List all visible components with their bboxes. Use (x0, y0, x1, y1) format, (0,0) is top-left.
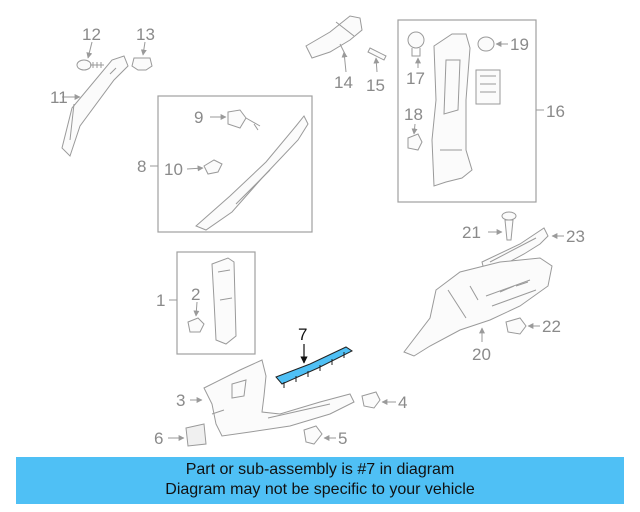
part-5-clip (303, 425, 336, 445)
callout-11: 11 (50, 88, 68, 107)
part-17-clip (407, 31, 425, 68)
callout-3: 3 (176, 391, 185, 410)
part-4-clip (361, 391, 396, 409)
callout-6: 6 (154, 429, 163, 448)
callout-16: 16 (546, 102, 565, 121)
banner-line-2: Diagram may not be specific to your vehi… (165, 481, 475, 498)
banner-line-1: Part or sub-assembly is #7 in diagram (185, 461, 455, 478)
part-1-pillar-trim (211, 257, 237, 345)
part-12-screw (76, 41, 104, 71)
callout-7: 7 (298, 325, 307, 344)
part-22-clip (505, 317, 540, 335)
callout-17: 17 (406, 69, 425, 88)
part-21-push-pin (488, 211, 517, 241)
part-11-trim (61, 55, 129, 157)
callout-13: 13 (136, 25, 155, 44)
part-20-lower-trim (403, 257, 553, 357)
info-banner: Part or sub-assembly is #7 in diagram Di… (16, 457, 624, 504)
part-6-cover (168, 423, 207, 447)
group-box-1 (176, 251, 256, 355)
part-13-clip (131, 41, 153, 71)
part-8-pillar-trim (195, 115, 309, 231)
parts-diagram: 1 2 3 4 5 6 7 8 9 10 11 12 13 14 15 16 1… (50, 15, 585, 448)
callout-5: 5 (338, 429, 347, 448)
part-16-upper-cover (475, 69, 501, 105)
callout-9: 9 (194, 108, 203, 127)
callout-18: 18 (404, 105, 423, 124)
part-16-b-pillar-trim (431, 33, 473, 187)
part-2-clip (187, 301, 205, 333)
part-7-scuff-plate-highlighted (275, 344, 353, 388)
callout-12: 12 (82, 25, 101, 44)
part-3-kick-panel (190, 359, 355, 437)
callout-21: 21 (462, 223, 481, 242)
group-box-8 (157, 95, 313, 233)
part-19-cap (477, 36, 508, 52)
part-18-clip (407, 123, 423, 151)
part-15-pin (367, 47, 387, 73)
callout-8: 8 (137, 157, 146, 176)
callout-4: 4 (398, 393, 407, 412)
callout-20: 20 (472, 345, 491, 364)
callout-10: 10 (164, 160, 183, 179)
part-9-clip (210, 109, 261, 131)
part-10-clip (186, 159, 223, 175)
callout-15: 15 (366, 76, 385, 95)
callout-19: 19 (510, 35, 529, 54)
callout-2: 2 (191, 285, 200, 304)
group-box-16 (397, 19, 537, 203)
callout-1: 1 (156, 291, 165, 310)
callout-14: 14 (334, 73, 353, 92)
callout-23: 23 (566, 227, 585, 246)
part-14-bracket (305, 15, 363, 73)
callout-22: 22 (542, 317, 561, 336)
